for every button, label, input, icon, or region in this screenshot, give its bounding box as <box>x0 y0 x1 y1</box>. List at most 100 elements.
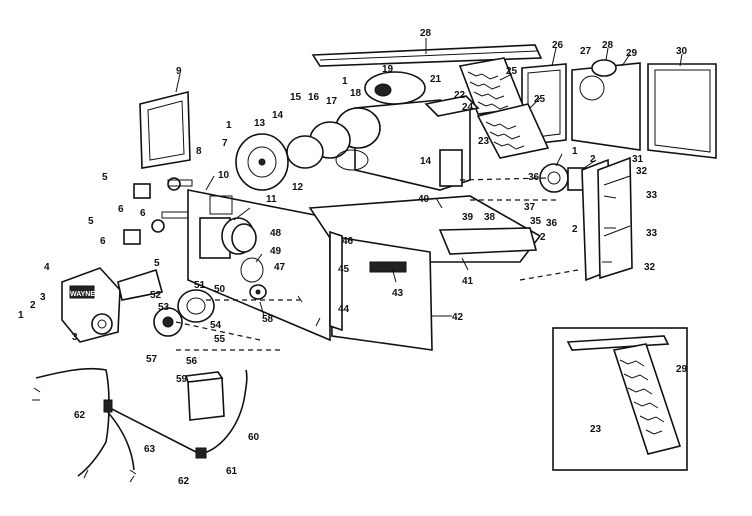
callout-44: 44 <box>338 304 350 315</box>
callout-37: 37 <box>524 202 536 213</box>
callout-36: 36 <box>528 172 540 183</box>
callout-1a: 1 <box>342 76 348 87</box>
blower-motor <box>539 163 587 193</box>
callout-1c: 1 <box>572 146 578 157</box>
callout-59: 59 <box>176 374 188 385</box>
callout-43: 43 <box>392 288 404 299</box>
callout-57: 57 <box>146 354 158 365</box>
side-panel-29 <box>571 62 641 151</box>
callout-inset-23: 23 <box>590 424 602 435</box>
filter-frame <box>581 156 633 282</box>
callout-54: 54 <box>210 320 222 331</box>
callout-14b: 14 <box>420 156 432 167</box>
callout-25b: 25 <box>534 94 546 105</box>
callout-6b: 6 <box>140 208 146 219</box>
filter-24 <box>476 103 550 159</box>
callout-2d: 2 <box>30 300 36 311</box>
heat-exchanger <box>286 71 480 191</box>
burner-brand-label: WAYNE <box>70 291 95 298</box>
wiring-harness <box>32 367 248 483</box>
callout-inset-29: 29 <box>676 364 688 375</box>
callout-11: 11 <box>266 194 277 205</box>
callout-1d: 1 <box>18 310 24 321</box>
callout-29: 29 <box>626 48 638 59</box>
panel-46 <box>329 230 343 332</box>
callout-22: 22 <box>454 90 466 101</box>
callout-14: 14 <box>272 110 284 121</box>
side-panel-30 <box>647 63 717 159</box>
callout-35: 35 <box>530 216 542 227</box>
callout-51: 51 <box>194 280 206 291</box>
callout-56: 56 <box>186 356 198 367</box>
callout-28: 28 <box>420 28 432 39</box>
callout-45: 45 <box>338 264 350 275</box>
callout-25a: 25 <box>506 66 518 77</box>
relay-box <box>184 371 225 421</box>
callout-50: 50 <box>214 284 226 295</box>
oil-burner <box>61 267 163 343</box>
callout-13: 13 <box>254 118 266 129</box>
callout-1b: 1 <box>226 120 232 131</box>
callout-18: 18 <box>350 88 362 99</box>
callout-10: 10 <box>218 170 230 181</box>
callout-3b: 3 <box>72 332 78 343</box>
callout-5b: 5 <box>88 216 94 227</box>
callout-2b: 2 <box>540 232 546 243</box>
callout-6c: 6 <box>100 236 106 247</box>
callout-48: 48 <box>270 228 282 239</box>
callout-42: 42 <box>452 312 464 323</box>
callout-60: 60 <box>248 432 260 443</box>
callout-61: 61 <box>226 466 238 477</box>
callout-3a: 3 <box>40 292 46 303</box>
pump-assembly <box>153 289 215 337</box>
callout-36b: 36 <box>546 218 558 229</box>
callout-40: 40 <box>418 194 430 205</box>
callout-49: 49 <box>270 246 282 257</box>
callout-32a: 32 <box>636 166 648 177</box>
callout-31: 31 <box>632 154 644 165</box>
callout-33a: 33 <box>646 190 658 201</box>
callout-2c: 2 <box>572 224 578 235</box>
callout-20: 21 <box>430 74 442 85</box>
callout-26: 26 <box>552 40 564 51</box>
callout-2: 2 <box>590 154 596 165</box>
callout-16: 16 <box>308 92 320 103</box>
callout-6a: 6 <box>118 204 124 215</box>
callout-62b: 62 <box>178 476 190 487</box>
callout-46: 46 <box>342 236 354 247</box>
callout-5a: 5 <box>102 172 108 183</box>
callout-30: 30 <box>676 46 688 57</box>
callout-17: 17 <box>326 96 338 107</box>
callout-5c: 5 <box>154 258 160 269</box>
callout-47: 47 <box>274 262 286 273</box>
callout-52: 52 <box>150 290 162 301</box>
assembly-dashes <box>175 177 579 351</box>
callout-27: 27 <box>580 46 592 57</box>
callout-41: 41 <box>462 276 474 287</box>
blower-housing-27 <box>591 59 617 77</box>
callout-8: 8 <box>196 146 202 157</box>
callout-39: 39 <box>462 212 474 223</box>
callout-58: 58 <box>262 314 274 325</box>
burner-transition-48 <box>221 217 264 283</box>
top-panel <box>311 44 543 67</box>
fittings <box>123 177 193 245</box>
callout-38: 38 <box>484 212 496 223</box>
callout-9: 9 <box>176 66 182 77</box>
callout-12: 12 <box>292 182 304 193</box>
callout-23: 23 <box>478 136 490 147</box>
callout-15: 15 <box>290 92 302 103</box>
callout-62a: 62 <box>74 410 86 421</box>
callout-24: 24 <box>462 102 474 113</box>
leader-lines <box>175 38 683 327</box>
callout-55: 55 <box>214 334 226 345</box>
callout-32b: 32 <box>644 262 656 273</box>
inset-box <box>552 327 688 471</box>
callout-33b: 33 <box>646 228 658 239</box>
callout-19: 19 <box>382 64 394 75</box>
combustion-chamber <box>235 133 289 191</box>
callout-28b: 28 <box>602 40 614 51</box>
